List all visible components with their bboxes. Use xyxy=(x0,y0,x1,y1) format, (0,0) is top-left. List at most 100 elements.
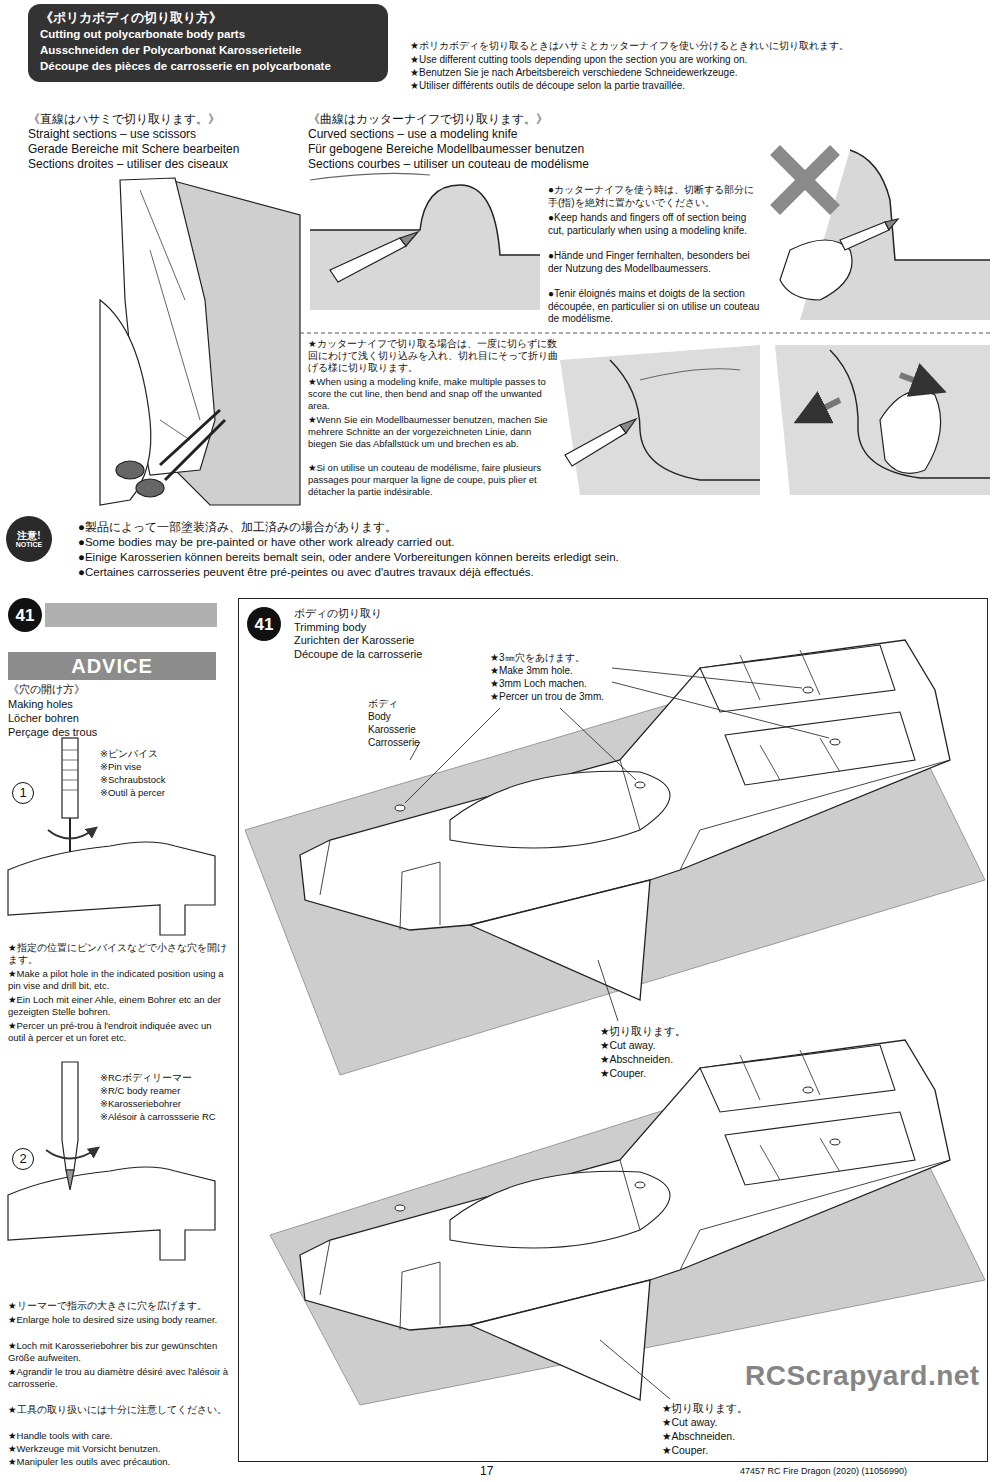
snap-off-illustration xyxy=(610,360,760,480)
instruction-text: ★Make a pilot hole in the indicated posi… xyxy=(8,968,230,992)
box-text: Découpe des pièces de carrosserie en pol… xyxy=(40,58,376,74)
snap-off-illustration xyxy=(620,419,636,433)
note-text: ★ポリカボディを切り取るときはハサミとカッターナイフを使い分けるときれいに切り取… xyxy=(410,40,990,53)
tool-name: ※Pin vise xyxy=(100,761,230,773)
advice-heading: Perçage des trous xyxy=(8,726,228,740)
wrong-way-illustration xyxy=(850,150,990,260)
callout-text: ★Abschneiden. xyxy=(600,1053,720,1066)
callout-text: ★Cut away. xyxy=(662,1416,782,1429)
callout-text: ★3㎜穴をあけます。 xyxy=(490,652,690,665)
box-text: Trimming body xyxy=(294,621,987,635)
section-heading: Sections courbes – utiliser un couteau d… xyxy=(308,157,728,172)
warning-text: ●Hände und Finger fernhalten, besonders … xyxy=(548,250,763,275)
section-header-box: 《ポリカボディの切り取り方》Cutting out polycarbonate … xyxy=(28,4,388,82)
callout-text: ★Make 3mm hole. xyxy=(490,665,690,678)
snap-off-illustration xyxy=(640,369,740,380)
wrong-way-illustration xyxy=(775,150,835,210)
instruction-text: ★Ein Loch mit einer Ahle, einem Bohrer e… xyxy=(8,994,230,1018)
box-text: Zurichten der Karosserie xyxy=(294,634,987,648)
advice-heading: Making holes xyxy=(8,698,228,712)
section-heading: Straight sections – use scissors xyxy=(28,127,298,142)
callout-number: 2 xyxy=(12,1148,34,1170)
instruction-text: ★リーマーで指示の大きさに穴を広げます。 xyxy=(8,1300,230,1312)
callout-text: ★Couper. xyxy=(600,1067,720,1080)
section-heading: Curved sections – use a modeling knife xyxy=(308,127,728,142)
snap-off-illustration xyxy=(565,425,626,466)
warning-text: ●Keep hands and fingers off of section b… xyxy=(548,212,763,237)
instruction-text: ★Agrandir le trou au diamètre désiré ave… xyxy=(8,1366,230,1390)
part-name: Karosserie xyxy=(368,724,468,737)
reamer-illustration xyxy=(62,1062,78,1170)
step-header-bar xyxy=(45,603,217,627)
scissors-illustration xyxy=(100,300,151,505)
tool-name: ※Schraubstock xyxy=(100,774,230,786)
pin-vise-illustration xyxy=(62,750,78,790)
tool-name: ※RCボディリーマー xyxy=(100,1072,230,1084)
body-trimming-illustration xyxy=(245,640,985,1405)
knife-curve-illustration xyxy=(400,232,418,246)
step-header-bar xyxy=(45,603,217,627)
snap-off-illustration xyxy=(830,350,990,478)
snap-off-illustration xyxy=(900,375,940,390)
note-text: ★Benutzen Sie je nach Arbeitsbereich ver… xyxy=(410,67,990,80)
watermark: RCScrapyard.net xyxy=(745,1358,995,1393)
wrong-way-illustration xyxy=(775,150,990,320)
wrong-way-illustration xyxy=(780,240,852,300)
snap-off-illustration xyxy=(800,400,840,420)
leader-line xyxy=(600,1340,670,1399)
body-trimming-illustration xyxy=(300,640,950,1000)
knife-curve-illustration xyxy=(310,173,540,310)
pin-vise-illustration xyxy=(69,818,71,852)
step-number: 41 xyxy=(8,598,42,632)
instruction-text: ★カッターナイフで切り取る場合は、一度に切らずに数回にわけて浅く切り込みを入れ、… xyxy=(308,338,558,374)
caution-text: ★工具の取り扱いには十分に注意してください。 xyxy=(8,1404,230,1416)
box-text: 注意! xyxy=(16,530,42,541)
leader-line xyxy=(612,682,829,738)
notice-text: ●Einige Karosserien können bereits bemal… xyxy=(78,550,988,564)
leader-line xyxy=(560,708,636,780)
tool-name: ※Outil à percer xyxy=(100,787,230,799)
caution-text: ★Manipuler les outils avec précaution. xyxy=(8,1456,230,1468)
wrong-way-illustration xyxy=(885,219,898,230)
box-text: Découpe de la carrosserie xyxy=(294,648,987,662)
scissors-illustration xyxy=(116,461,144,479)
box-text: Cutting out polycarbonate body parts xyxy=(40,26,376,42)
text-group: 注意!NOTICE xyxy=(16,530,42,549)
instruction-text: ★Loch mit Karosseriebohrer bis zur gewün… xyxy=(8,1340,230,1364)
wrong-way-illustration xyxy=(840,222,889,250)
box-text: 41 xyxy=(16,607,35,624)
warning-text: ●カッターナイフを使う時は、切断する部分に手(指)を絶対に置かないでください。 xyxy=(548,184,763,209)
instruction-text: ★Wenn Sie ein Modellbaumesser benutzen, … xyxy=(308,414,558,450)
body-trimming-illustration xyxy=(300,1040,950,1400)
callout-text: ★Couper. xyxy=(662,1444,782,1457)
pin-vise-illustration xyxy=(62,738,78,818)
callout-text: ★3mm Loch machen. xyxy=(490,678,690,691)
snap-off-illustration xyxy=(775,345,990,495)
text-group: ADVICE xyxy=(71,655,153,678)
section-heading: 《曲線はカッターナイフで切り取ります。》 xyxy=(308,112,728,127)
tool-name: ※ピンバイス xyxy=(100,748,230,760)
text-group: ボディの切り取りTrimming bodyZurichten der Karos… xyxy=(239,599,987,661)
text-group: 41 xyxy=(255,616,274,633)
instruction-text: ★Percer un pré-trou à l'endroit indiquée… xyxy=(8,1020,230,1044)
scissors-illustration xyxy=(140,190,200,440)
section-heading: Für gebogene Bereiche Modellbaumesser be… xyxy=(308,142,728,157)
section-heading: 《直線はハサミで切り取ります。》 xyxy=(28,112,298,127)
snap-off-illustration xyxy=(560,345,760,495)
reamer-illustration xyxy=(46,1148,98,1159)
callout-text: ★切り取ります。 xyxy=(662,1402,782,1415)
instruction-text: ★指定の位置にピンバイスなどで小さな穴を開けます。 xyxy=(8,942,230,966)
part-name: ボディ xyxy=(368,698,468,711)
snap-off-illustration xyxy=(880,391,941,473)
tool-name: ※Alésoir à carrossserie RC xyxy=(100,1111,230,1123)
step-number: 41 xyxy=(247,607,281,641)
knife-curve-illustration xyxy=(330,238,406,282)
reamer-illustration xyxy=(8,1167,215,1260)
scissors-illustration xyxy=(160,410,225,480)
scissors-illustration xyxy=(136,479,164,497)
callout-text: ★Cut away. xyxy=(600,1039,720,1052)
box-text: 41 xyxy=(255,616,274,633)
